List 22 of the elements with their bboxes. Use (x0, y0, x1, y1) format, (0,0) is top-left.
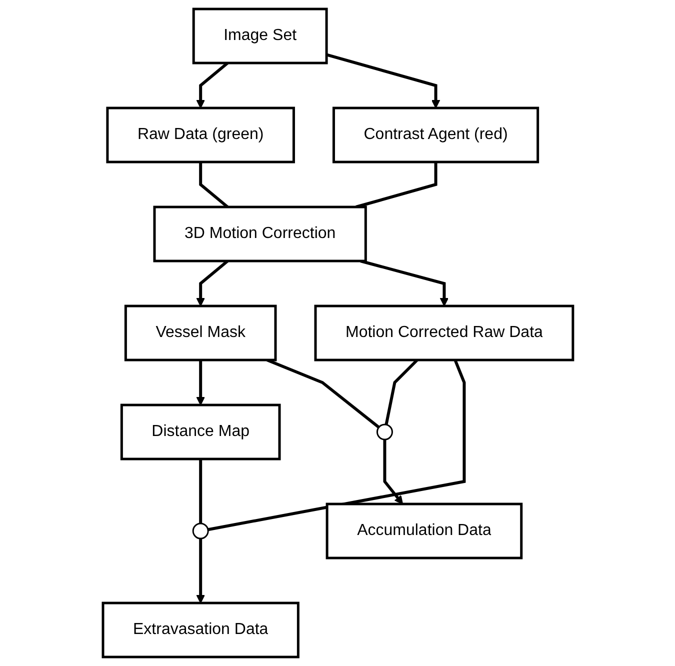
arrow (196, 360, 205, 406)
connector (266, 358, 380, 429)
arrow (326, 53, 440, 108)
connector (198, 459, 202, 524)
node-box: Vessel Mask (124, 304, 276, 362)
arrow (196, 538, 205, 604)
arrow (360, 260, 448, 306)
node-box: Distance Map (120, 404, 280, 460)
node-circle (192, 522, 208, 540)
node-box: Accumulation Data (325, 502, 522, 560)
node-box: Image Set (192, 8, 328, 64)
connector (207, 359, 466, 532)
node-circle (376, 424, 392, 440)
node-box: 3D Motion Correction (152, 206, 366, 262)
node-box: Motion Corrected Raw Data (314, 304, 574, 362)
arrow (382, 440, 403, 504)
node-box: Extravasation Data (101, 602, 299, 658)
node-box: Contrast Agent (red) (332, 106, 539, 164)
connector (384, 358, 418, 425)
connector (355, 162, 437, 208)
connector (198, 162, 228, 208)
node-box: Raw Data (green) (106, 106, 295, 164)
